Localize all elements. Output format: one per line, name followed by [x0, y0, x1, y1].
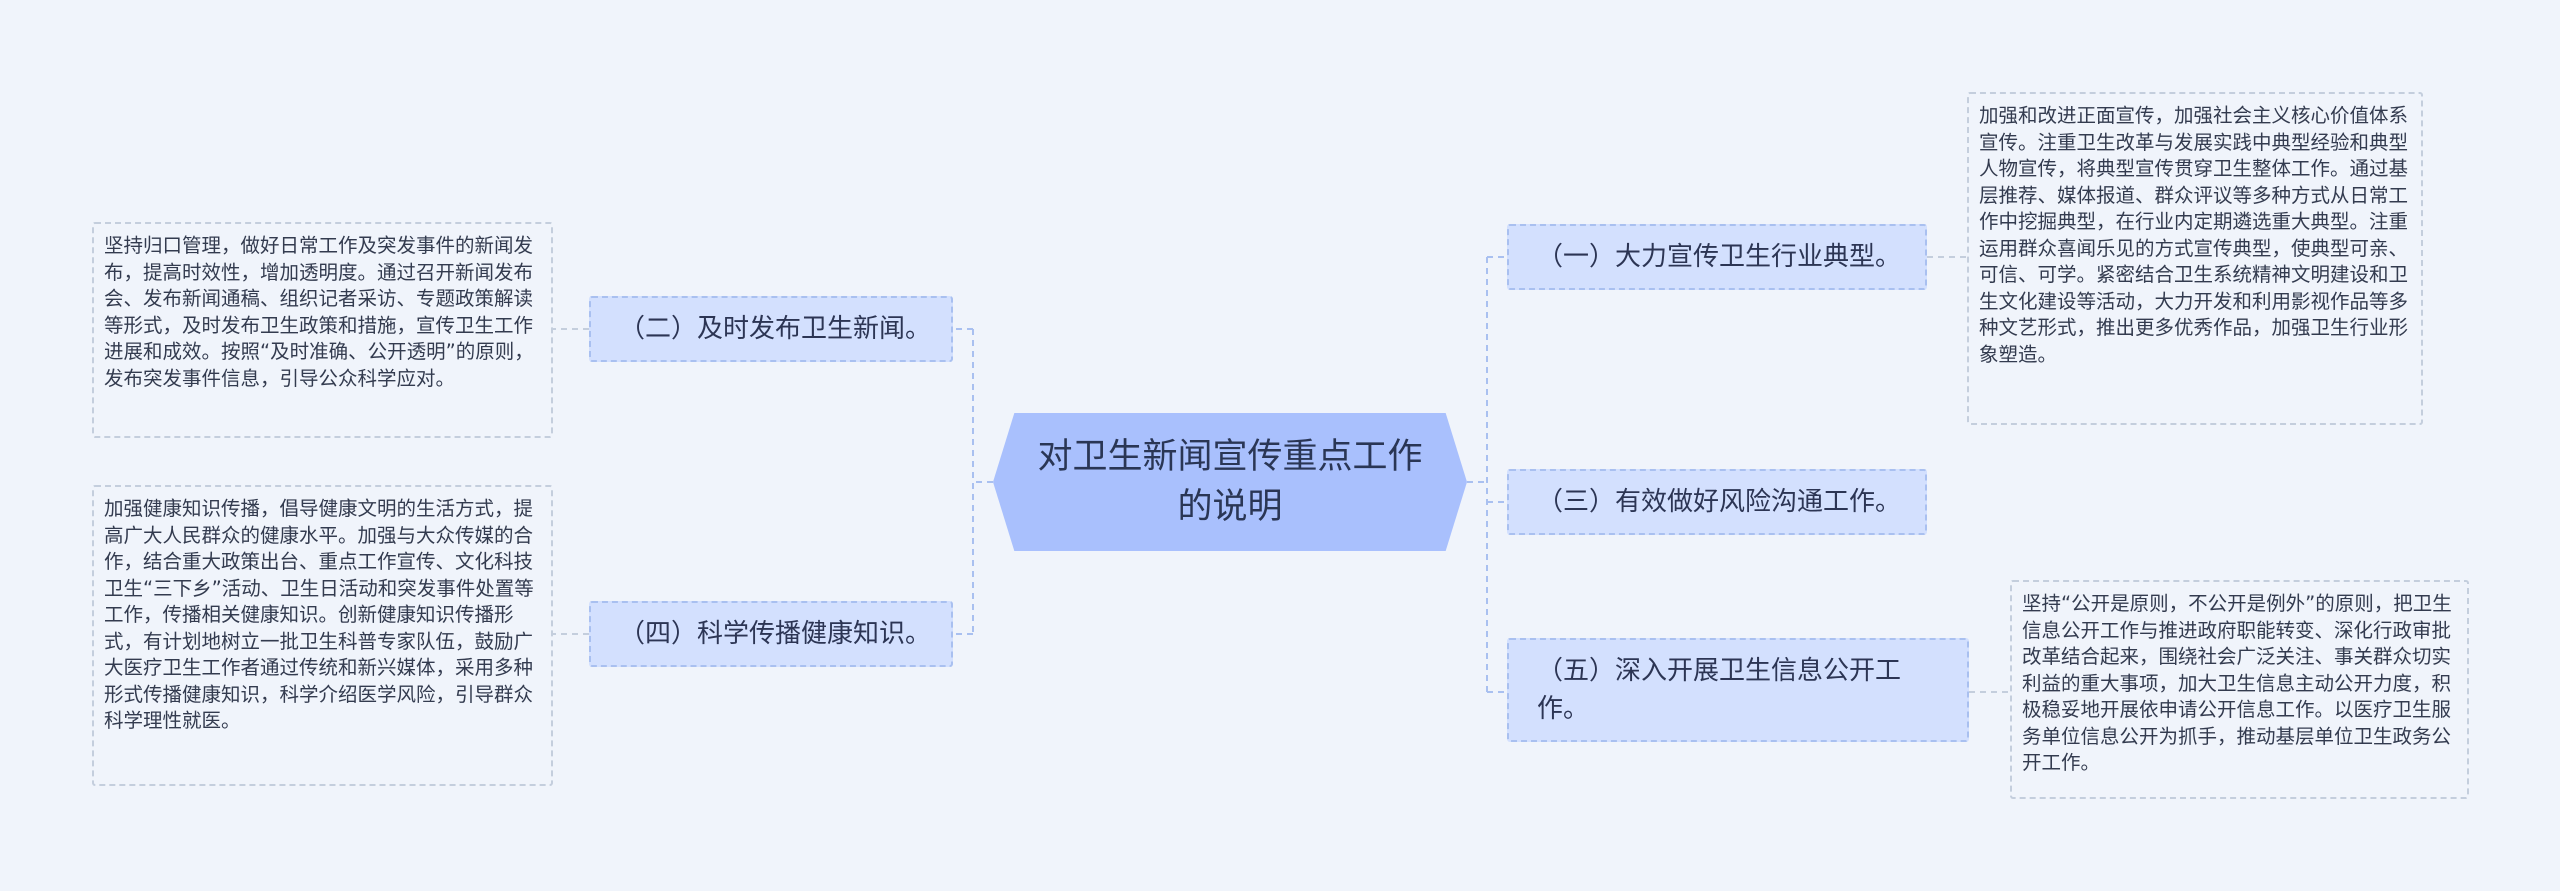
topic-1-detail: 加强和改进正面宣传，加强社会主义核心价值体系宣传。注重卫生改革与发展实践中典型经… [1967, 92, 2423, 425]
root-topic-title: 对卫生新闻宣传重点工作的说明 [1037, 437, 1423, 527]
topic-1[interactable]: （一）大力宣传卫生行业典型。 [1507, 224, 1927, 290]
topic-4-label: （四）科学传播健康知识。 [619, 619, 932, 649]
topic-4-detail-text: 加强健康知识传播，倡导健康文明的生活方式，提高广大人民群众的健康水平。加强与大众… [104, 497, 534, 732]
root-topic[interactable]: 对卫生新闻宣传重点工作的说明 [993, 413, 1467, 551]
topic-5-detail-text: 坚持“公开是原则，不公开是例外”的原则，把卫生信息公开工作与推进政府职能转变、深… [2022, 592, 2452, 774]
topic-5-detail: 坚持“公开是原则，不公开是例外”的原则，把卫生信息公开工作与推进政府职能转变、深… [2010, 580, 2469, 799]
topic-4-detail: 加强健康知识传播，倡导健康文明的生活方式，提高广大人民群众的健康水平。加强与大众… [92, 485, 553, 786]
topic-5[interactable]: （五）深入开展卫生信息公开工作。 [1507, 638, 1969, 742]
topic-4[interactable]: （四）科学传播健康知识。 [589, 601, 953, 667]
topic-5-label: （五）深入开展卫生信息公开工作。 [1537, 656, 1902, 724]
topic-1-detail-text: 加强和改进正面宣传，加强社会主义核心价值体系宣传。注重卫生改革与发展实践中典型经… [1979, 104, 2409, 366]
topic-2-detail: 坚持归口管理，做好日常工作及突发事件的新闻发布，提高时效性，增加透明度。通过召开… [92, 222, 553, 438]
topic-1-label: （一）大力宣传卫生行业典型。 [1537, 242, 1902, 272]
topic-2[interactable]: （二）及时发布卫生新闻。 [589, 296, 953, 362]
topic-3-label: （三）有效做好风险沟通工作。 [1537, 487, 1902, 517]
topic-2-label: （二）及时发布卫生新闻。 [619, 314, 932, 344]
topic-3[interactable]: （三）有效做好风险沟通工作。 [1507, 469, 1927, 535]
topic-2-detail-text: 坚持归口管理，做好日常工作及突发事件的新闻发布，提高时效性，增加透明度。通过召开… [104, 234, 534, 390]
